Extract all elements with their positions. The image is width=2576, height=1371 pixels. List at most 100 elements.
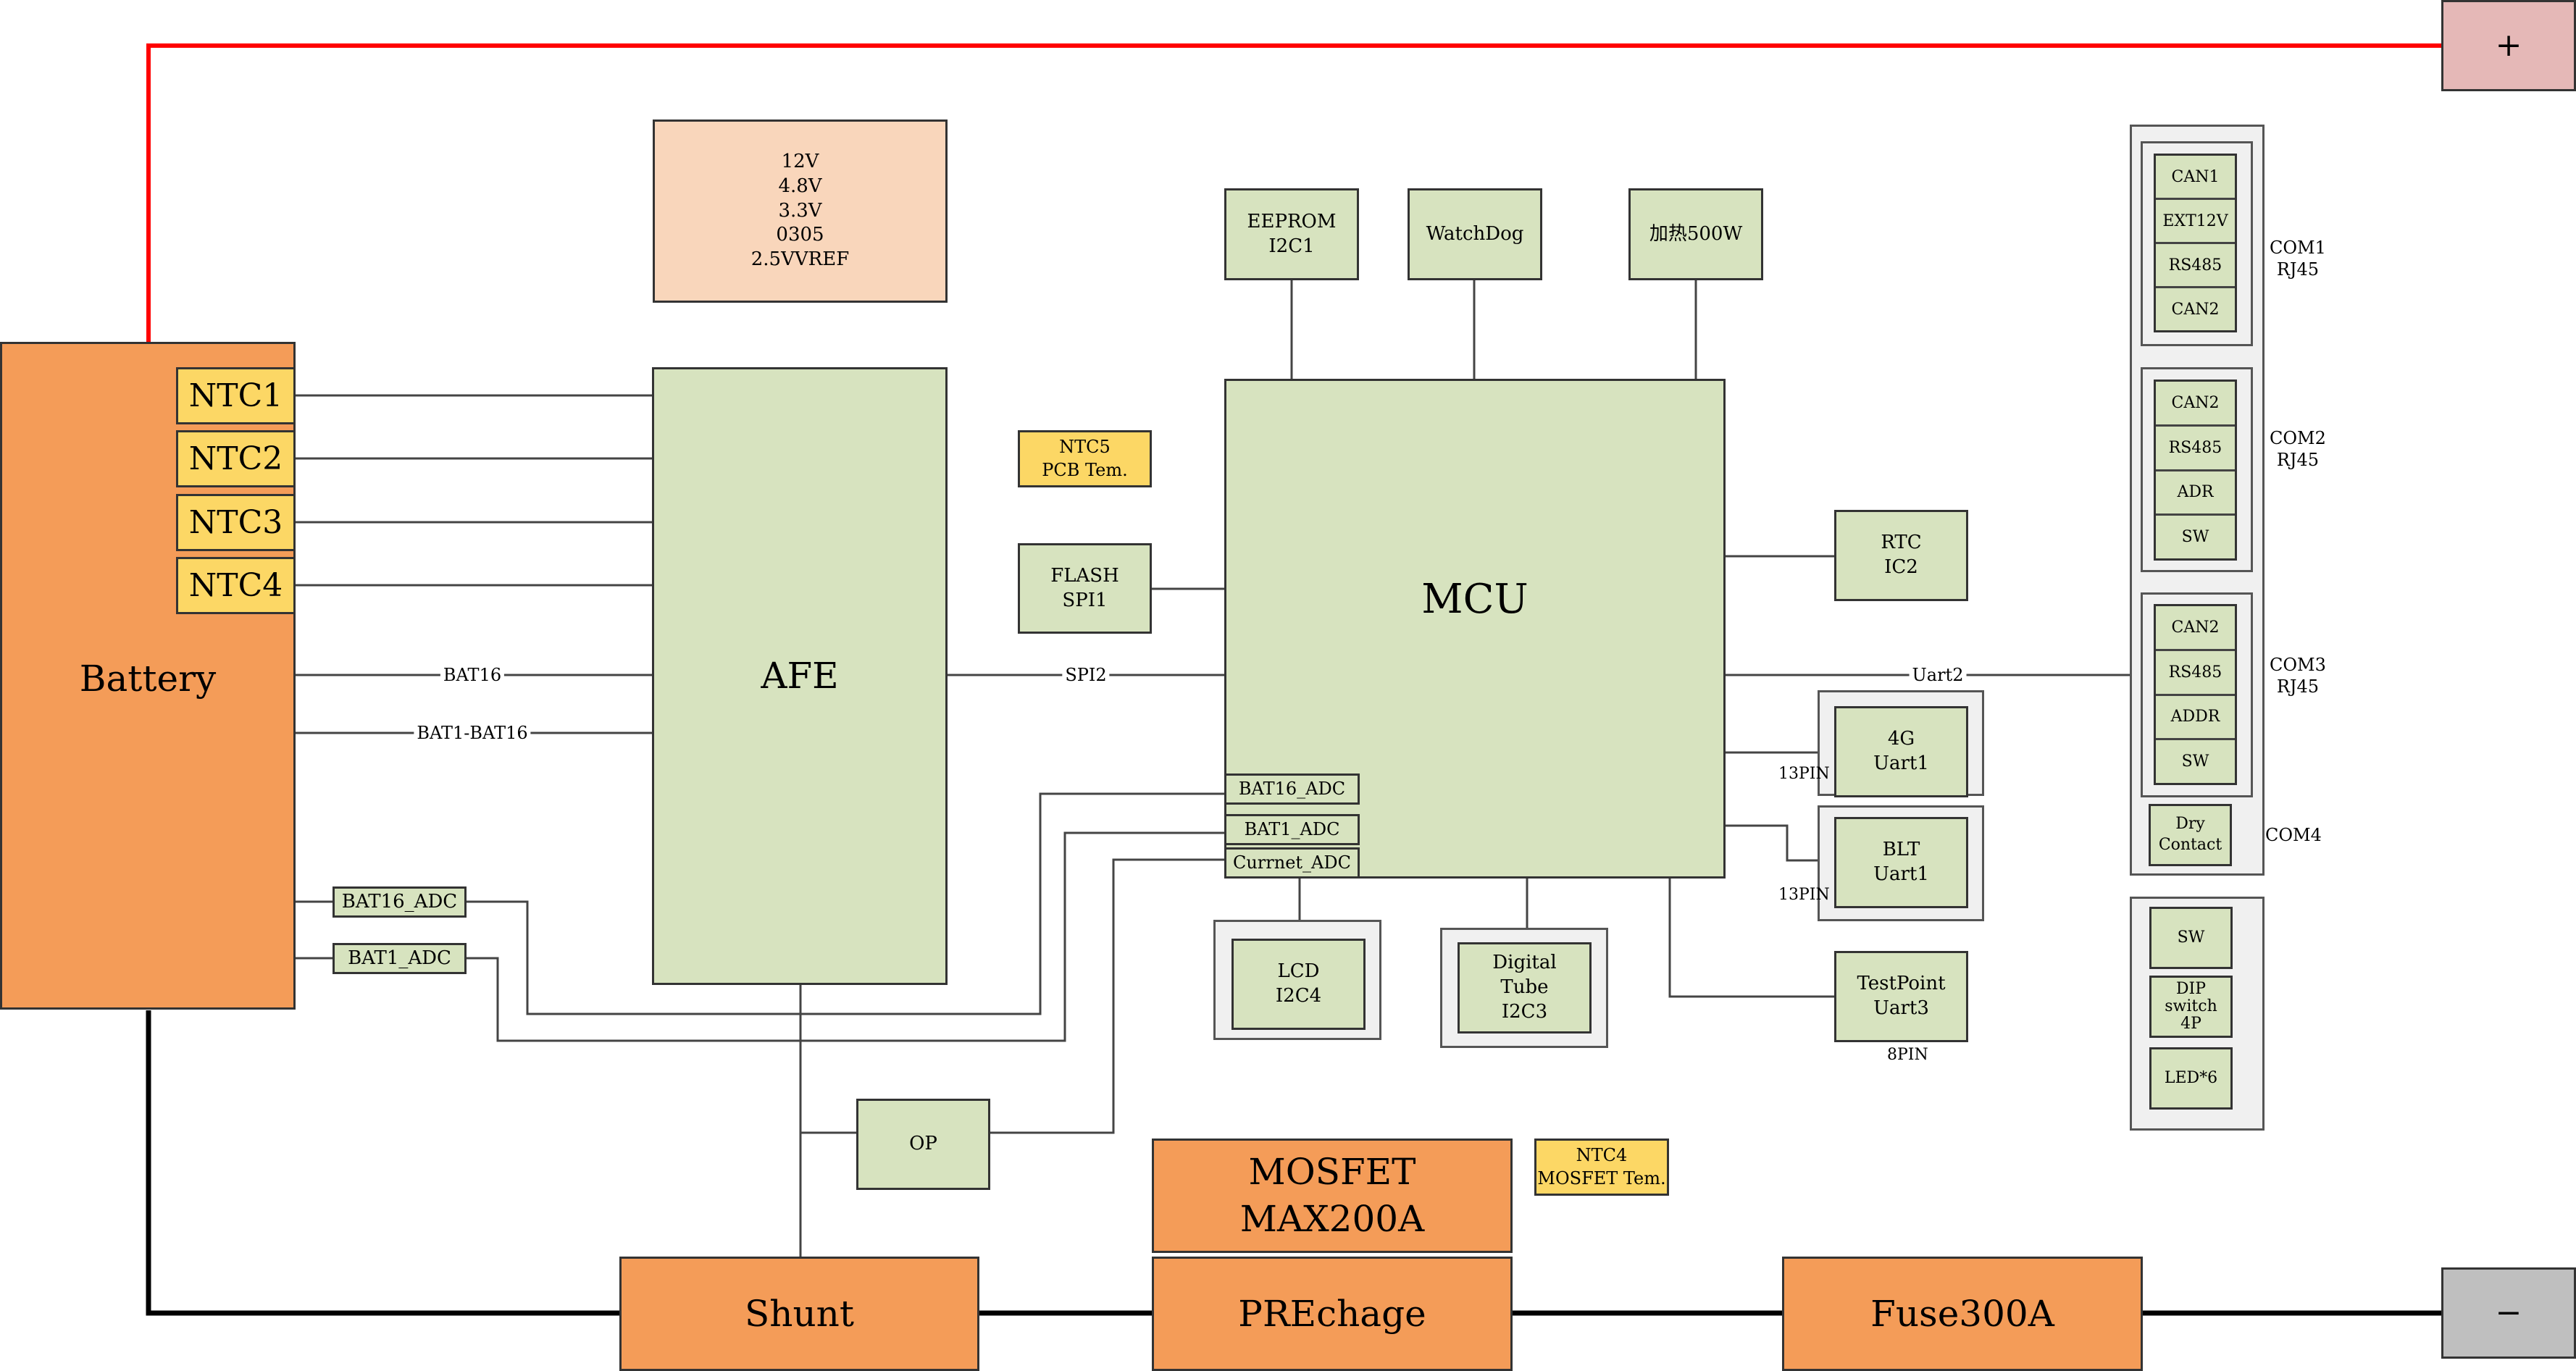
ntc4-label: NTC4 <box>188 566 283 604</box>
negative-terminal: − <box>2441 1267 2576 1359</box>
pin-label-4g: 13PIN <box>1778 765 1830 783</box>
net-label-uart2: Uart2 <box>1909 665 1967 685</box>
com2-pin: SW <box>2181 528 2209 547</box>
module-4g-block: 4G Uart1 <box>1834 706 1968 797</box>
ntc4-sensor: NTC4 <box>176 557 296 614</box>
led-label: LED*6 <box>2164 1068 2218 1087</box>
dip-switch-label: DIP switch 4P <box>2165 979 2217 1034</box>
com4-label: COM4 <box>2265 825 2322 845</box>
lcd-block: LCD I2C4 <box>1231 939 1366 1030</box>
mcu-bat1-adc-port: BAT1_ADC <box>1224 814 1360 845</box>
wire-blt <box>1725 824 1835 862</box>
afe-label: AFE <box>761 655 839 697</box>
blt-label: BLT Uart1 <box>1873 839 1929 885</box>
shunt-label: Shunt <box>745 1292 854 1335</box>
ntc4-mosfet-sensor: NTC4 MOSFET Tem. <box>1534 1139 1669 1196</box>
pin-label-blt: 13PIN <box>1778 886 1830 904</box>
ntc1-sensor: NTC1 <box>176 367 296 424</box>
com2-label: COM2 RJ45 <box>2270 428 2326 470</box>
ntc5-pcb-sensor: NTC5 PCB Tem. <box>1018 430 1152 487</box>
watchdog-block: WatchDog <box>1408 188 1542 280</box>
sw-button: SW <box>2149 907 2233 969</box>
battery-bat1-adc: BAT1_ADC <box>333 943 467 974</box>
sw-label: SW <box>2177 928 2205 947</box>
ntc2-sensor: NTC2 <box>176 430 296 487</box>
battery-label: Battery <box>79 658 217 700</box>
ntc2-label: NTC2 <box>188 440 283 477</box>
minus-icon: − <box>2495 1294 2522 1332</box>
mcu-current-adc-label: Currnet_ADC <box>1232 852 1351 873</box>
digital-tube-label: Digital Tube I2C3 <box>1492 952 1557 1023</box>
afe-block: AFE <box>652 367 948 985</box>
com3-pin: ADDR <box>2156 696 2235 741</box>
lcd-label: LCD I2C4 <box>1275 960 1322 1007</box>
negative-wire <box>146 1010 2443 1316</box>
testpoint-block: TestPoint Uart3 <box>1834 951 1968 1042</box>
com1-pin: RS485 <box>2156 244 2235 288</box>
ntc3-sensor: NTC3 <box>176 494 296 551</box>
mcu-block: MCU <box>1224 379 1726 879</box>
eeprom-label: EEPROM I2C1 <box>1247 210 1337 257</box>
net-label-spi2: SPI2 <box>1062 665 1110 685</box>
eeprom-block: EEPROM I2C1 <box>1224 188 1359 280</box>
mosfet-label: MOSFET MAX200A <box>1239 1151 1425 1240</box>
current-adc-route <box>990 858 1239 1134</box>
heater-label: 加热500W <box>1649 222 1743 245</box>
digital-tube-block: Digital Tube I2C3 <box>1458 942 1592 1034</box>
power-supply-block: 12V 4.8V 3.3V 0305 2.5VVREF <box>653 120 948 303</box>
module-4g-label: 4G Uart1 <box>1873 728 1929 774</box>
fuse-block: Fuse300A <box>1782 1257 2143 1371</box>
com3-label: COM3 RJ45 <box>2270 655 2326 697</box>
net-label-bat16: BAT16 <box>440 665 505 685</box>
com2-pin: RS485 <box>2156 427 2235 471</box>
op-amp-block: OP <box>856 1099 990 1190</box>
mcu-bat16-adc-label: BAT16_ADC <box>1238 778 1346 799</box>
bat16-adc-route <box>466 792 1226 1015</box>
ntc4-mosfet-label: NTC4 MOSFET Tem. <box>1537 1145 1666 1188</box>
net-label-bat1-bat16: BAT1-BAT16 <box>414 723 531 743</box>
com1-pin: CAN2 <box>2171 300 2220 319</box>
pin-label-testpoint: 8PIN <box>1887 1046 1928 1064</box>
com3-pin: CAN2 <box>2156 606 2235 651</box>
plus-icon: + <box>2495 27 2522 64</box>
bat1-adc-route <box>466 831 1226 1042</box>
rtc-label: RTC IC2 <box>1881 532 1922 578</box>
bat1-adc-label: BAT1_ADC <box>348 947 451 969</box>
com3-pin: RS485 <box>2156 651 2235 696</box>
com1-connector: CAN1 EXT12V RS485 CAN2 <box>2154 154 2237 332</box>
dry-contact-label: Dry Contact <box>2158 815 2222 854</box>
com3-connector: CAN2 RS485 ADDR SW <box>2154 604 2237 785</box>
testpoint-label: TestPoint Uart3 <box>1857 973 1946 1019</box>
positive-terminal: + <box>2441 0 2576 91</box>
ntc3-label: NTC3 <box>188 503 283 541</box>
power-rails-label: 12V 4.8V 3.3V 0305 2.5VVREF <box>750 151 850 271</box>
positive-wire <box>146 43 2443 344</box>
com2-connector: CAN2 RS485 ADR SW <box>2154 380 2237 561</box>
bat16-adc-label: BAT16_ADC <box>341 890 458 913</box>
mcu-label: MCU <box>1421 575 1529 623</box>
com1-label: COM1 RJ45 <box>2270 238 2326 280</box>
precharge-label: PREchage <box>1238 1292 1426 1335</box>
testpoint-wire <box>1668 878 1835 998</box>
battery-bat16-adc: BAT16_ADC <box>333 886 467 918</box>
com4-dry-contact: Dry Contact <box>2149 804 2232 866</box>
com1-pin: CAN1 <box>2156 156 2235 200</box>
flash-block: FLASH SPI1 <box>1018 543 1152 634</box>
ntc1-label: NTC1 <box>188 377 283 414</box>
heater-block: 加热500W <box>1628 188 1763 280</box>
mcu-current-adc-port: Currnet_ADC <box>1224 847 1360 879</box>
com1-pin: EXT12V <box>2156 200 2235 244</box>
precharge-block: PREchage <box>1152 1257 1513 1371</box>
shunt-block: Shunt <box>619 1257 979 1371</box>
blt-block: BLT Uart1 <box>1834 817 1968 908</box>
led-indicators: LED*6 <box>2149 1047 2233 1110</box>
watchdog-label: WatchDog <box>1426 222 1524 245</box>
com2-pin: CAN2 <box>2156 382 2235 427</box>
ntc5-label: NTC5 PCB Tem. <box>1042 437 1128 480</box>
dip-switch: DIP switch 4P <box>2149 976 2233 1038</box>
op-amp-label: OP <box>909 1133 937 1155</box>
flash-label: FLASH SPI1 <box>1050 564 1119 611</box>
rtc-block: RTC IC2 <box>1834 510 1968 601</box>
com3-pin: SW <box>2181 752 2209 771</box>
